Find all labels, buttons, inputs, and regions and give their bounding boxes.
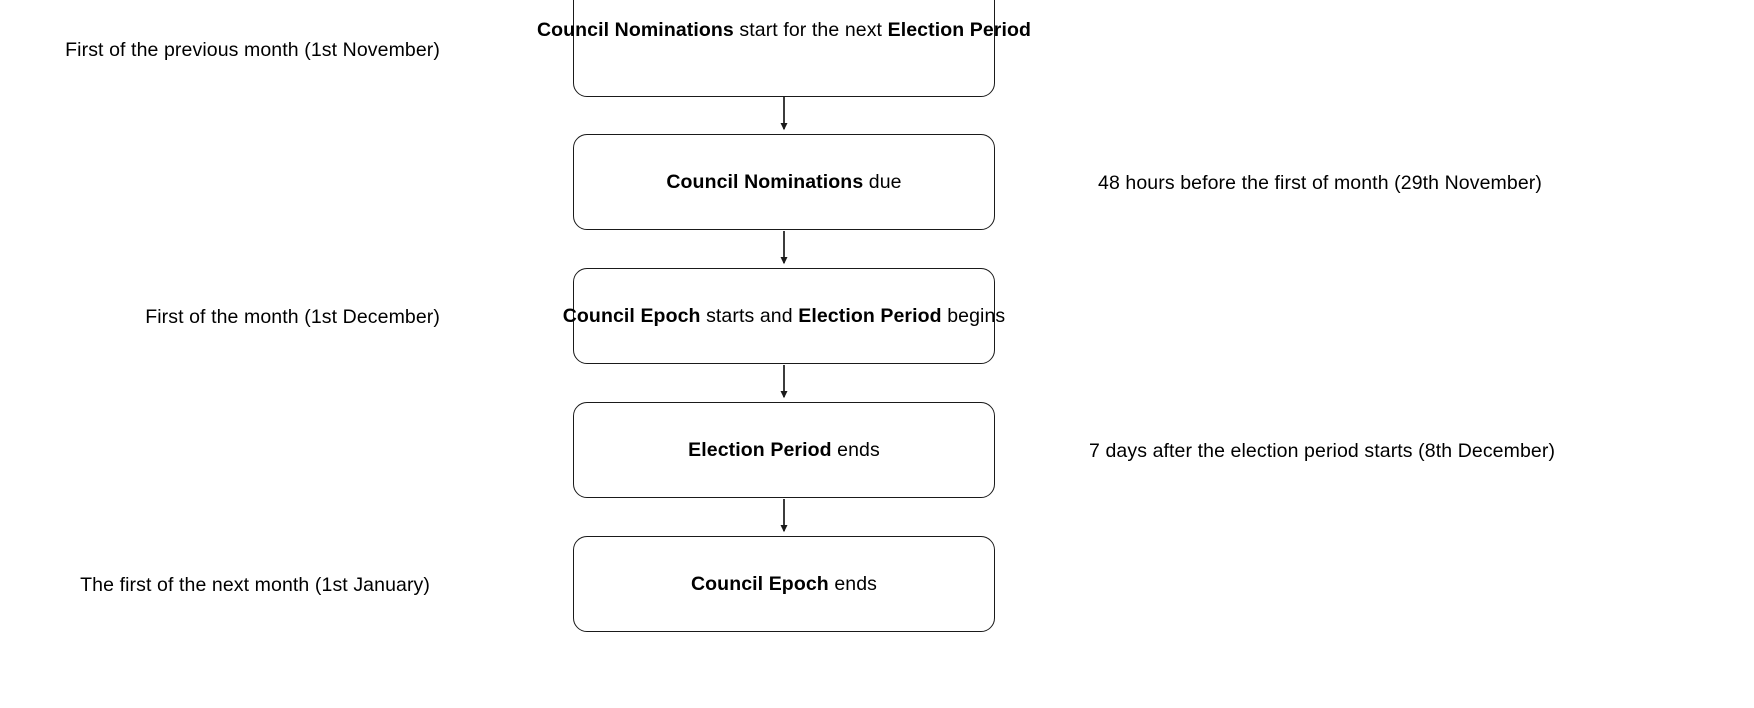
flow-node-label: Election Period ends — [688, 438, 880, 462]
flow-node-run-bold: Election Period — [688, 438, 832, 461]
side-label-node-2: 48 hours before the first of month (29th… — [1098, 172, 1542, 194]
flow-node-election-period-ends[interactable]: Election Period ends — [573, 402, 995, 498]
flow-node-council-nominations-due[interactable]: Council Nominations due — [573, 134, 995, 230]
flow-node-run-plain: due — [863, 170, 902, 193]
flow-node-run-bold: Election Period — [887, 18, 1032, 41]
flow-node-label: Council Epoch ends — [691, 572, 877, 596]
side-label-node-1: First of the previous month (1st Novembe… — [65, 39, 440, 61]
flow-node-run-bold: Council Nominations — [666, 170, 864, 193]
side-label-node-3: First of the month (1st December) — [145, 306, 440, 328]
flow-node-run-plain: ends — [831, 438, 880, 461]
flow-node-run-bold: Council Epoch — [562, 304, 701, 327]
flow-node-run-plain: start for the next — [733, 18, 888, 41]
flow-node-label: Council Nominations start for the next E… — [537, 18, 1031, 42]
flow-node-council-epoch-ends[interactable]: Council Epoch ends — [573, 536, 995, 632]
flow-node-run-bold: Council Epoch — [690, 572, 829, 595]
side-label-node-5: The first of the next month (1st January… — [80, 574, 430, 596]
flow-node-run-plain: starts and — [700, 304, 799, 327]
flow-node-label: Council Nominations due — [666, 170, 901, 194]
flow-node-run-plain: begins — [941, 304, 1006, 327]
flow-node-council-epoch-starts[interactable]: Council Epoch starts and Election Period… — [563, 268, 1005, 364]
flow-node-run-bold: Election Period — [798, 304, 942, 327]
flow-node-label: Council Epoch starts and Election Period… — [563, 304, 1006, 328]
flow-node-run-bold: Council Nominations — [536, 18, 734, 41]
flow-node-run-plain: ends — [828, 572, 877, 595]
flow-node-council-nominations-start[interactable]: Council Nominations start for the next E… — [537, 0, 1031, 97]
side-label-node-4: 7 days after the election period starts … — [1089, 440, 1556, 462]
